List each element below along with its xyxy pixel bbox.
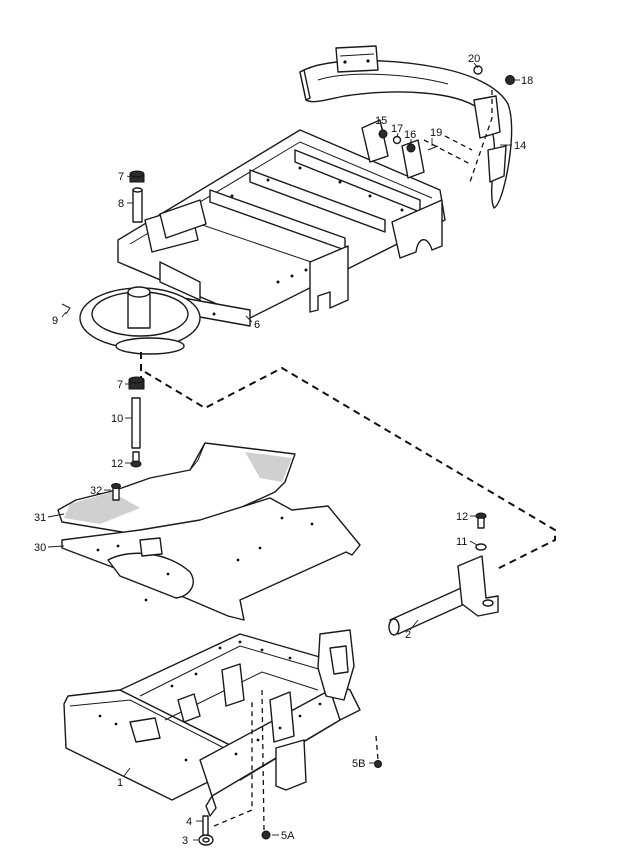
callout-5b: 5B bbox=[352, 758, 365, 770]
part-2-pivot-axle bbox=[388, 555, 499, 636]
callout-15: 15 bbox=[375, 115, 387, 127]
callout-7-lower: 7 bbox=[117, 379, 123, 391]
callout-2: 2 bbox=[405, 629, 411, 641]
right-hardware bbox=[111, 483, 487, 551]
callout-32: 32 bbox=[90, 485, 102, 497]
callout-18: 18 bbox=[521, 75, 533, 87]
callout-10: 10 bbox=[111, 413, 123, 425]
part-30-floor-plate bbox=[61, 497, 361, 621]
callout-3: 3 bbox=[182, 835, 188, 847]
callout-7-upper: 7 bbox=[118, 171, 124, 183]
leader-dashed-upper bbox=[423, 90, 493, 183]
callout-12-right: 12 bbox=[456, 511, 468, 523]
spindle-pulley bbox=[79, 286, 201, 355]
part-14-bumper bbox=[299, 45, 513, 209]
callout-labels: 20 18 15 17 16 19 14 7 8 9 6 7 10 12 32 … bbox=[34, 53, 533, 847]
part-6-upper-frame bbox=[117, 119, 446, 327]
upper-hardware bbox=[61, 65, 515, 468]
leader-dashed-lower bbox=[213, 689, 379, 831]
callout-12-left: 12 bbox=[111, 458, 123, 470]
callout-1: 1 bbox=[117, 777, 123, 789]
part-1-lower-frame bbox=[63, 629, 361, 817]
callout-6: 6 bbox=[254, 319, 260, 331]
callout-14: 14 bbox=[514, 140, 526, 152]
callout-31: 31 bbox=[34, 512, 46, 524]
callout-19: 19 bbox=[430, 127, 442, 139]
callout-9: 9 bbox=[52, 315, 58, 327]
callout-20: 20 bbox=[468, 53, 480, 65]
lower-hardware bbox=[198, 760, 382, 846]
callout-30: 30 bbox=[34, 542, 46, 554]
callout-17: 17 bbox=[391, 123, 403, 135]
callout-8: 8 bbox=[118, 198, 124, 210]
callout-5a: 5A bbox=[281, 830, 295, 842]
assembly-path-dashed bbox=[140, 352, 556, 571]
callout-11: 11 bbox=[456, 536, 467, 548]
callout-leaders bbox=[47, 62, 520, 841]
callout-4: 4 bbox=[186, 816, 192, 828]
callout-16: 16 bbox=[404, 129, 416, 141]
